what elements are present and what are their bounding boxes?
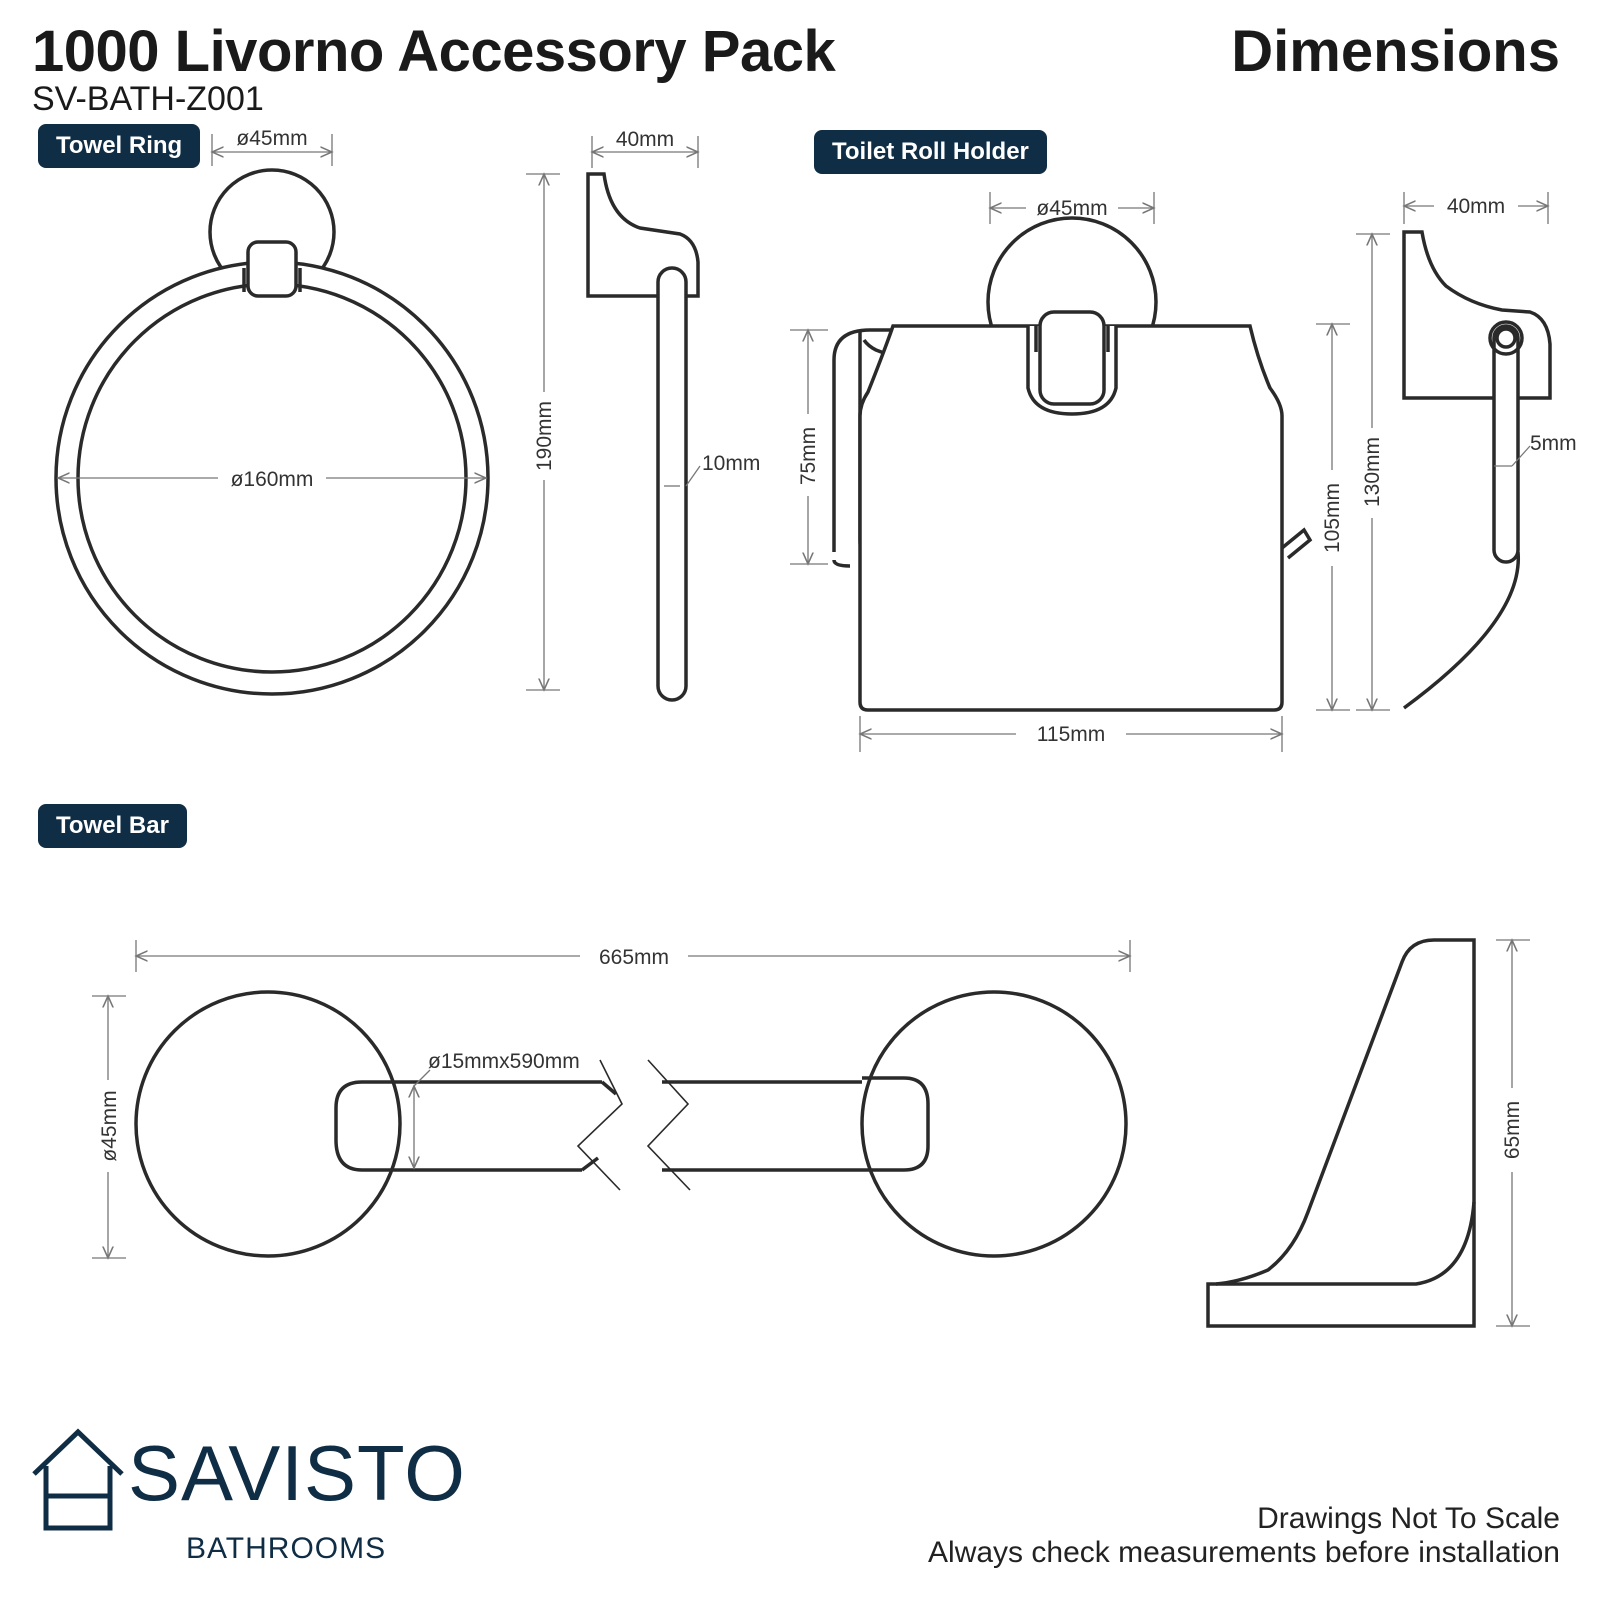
towel-ring-badge: Towel Ring: [38, 124, 201, 168]
holder-rod-label: 5mm: [1530, 432, 1577, 455]
holder-height-label: 105mm: [1321, 483, 1344, 553]
bar-length-label: 665mm: [599, 946, 669, 969]
bar-rod-label: ø15mmx590mm: [428, 1050, 580, 1073]
holder-width-label: 115mm: [1037, 723, 1105, 746]
ring-dimensions: [58, 134, 560, 690]
ring-plate-dia-label: ø45mm: [236, 127, 307, 150]
holder-plate-dia-label: ø45mm: [1036, 197, 1107, 220]
ring-depth-label: 40mm: [616, 128, 674, 151]
holder-arm-label: 75mm: [797, 427, 820, 485]
holder-total-label: 130mm: [1361, 437, 1384, 507]
bar-plate-dia-label: ø45mm: [98, 1090, 121, 1161]
holder-depth-label: 40mm: [1447, 195, 1505, 218]
product-code: SV-BATH-Z001: [32, 80, 264, 118]
towel-bar-badge: Towel Bar: [38, 804, 187, 848]
brand-subtitle: BATHROOMS: [186, 1532, 387, 1565]
scale-note: Drawings Not To Scale: [1257, 1502, 1560, 1535]
toilet-roll-holder-badge: Toilet Roll Holder: [814, 130, 1047, 174]
toilet-roll-holder-front: [832, 216, 1313, 712]
towel-ring-front: [54, 168, 490, 696]
towel-bar-side: [1206, 938, 1476, 1328]
towel-bar-front: [134, 990, 1128, 1258]
ring-dia-label: ø160mm: [231, 468, 314, 491]
bar-break-symbol: [576, 1059, 691, 1191]
house-logo-icon: [32, 1428, 124, 1531]
bar-depth-label: 65mm: [1501, 1101, 1524, 1159]
section-title: Dimensions: [1231, 19, 1560, 84]
measure-note: Always check measurements before install…: [928, 1536, 1560, 1569]
ring-rod-label: 10mm: [702, 452, 760, 475]
page-title: 1000 Livorno Accessory Pack: [32, 19, 836, 84]
brand-logo-text: SAVISTO: [128, 1429, 466, 1517]
towel-ring-side: [586, 172, 700, 702]
toilet-roll-holder-side: [1402, 230, 1552, 710]
ring-height-label: 190mm: [533, 401, 556, 471]
